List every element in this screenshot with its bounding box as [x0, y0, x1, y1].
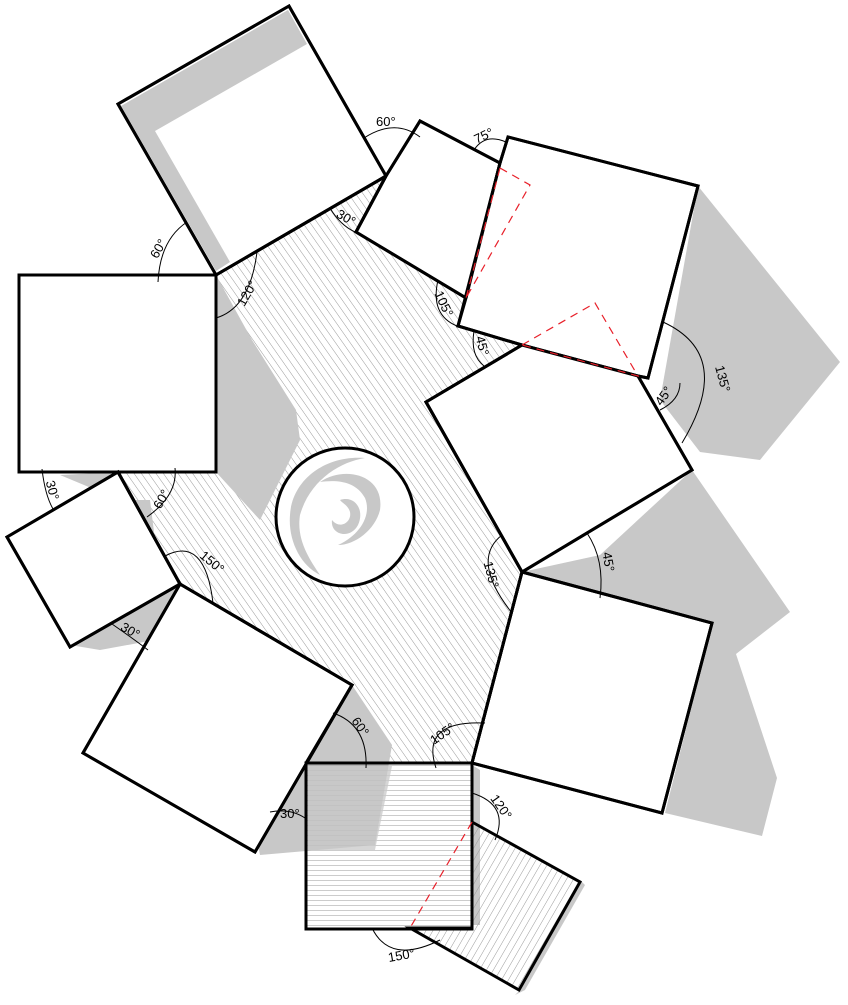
angle-label: 30°: [43, 479, 63, 502]
construction-lines: [409, 167, 640, 929]
angle-label: 30°: [280, 806, 300, 821]
angle-arcs: [41, 127, 705, 951]
angle-label: 45°: [473, 334, 493, 357]
angle-label: 45°: [599, 551, 617, 573]
angle-label: 60°: [376, 114, 396, 129]
square-top-left-inner-shadow: [121, 10, 307, 271]
angle-label: 75°: [472, 125, 496, 147]
angle-label: 135°: [481, 560, 502, 590]
angle-label: 120°: [487, 792, 515, 823]
central-circle: [274, 446, 416, 588]
angle-label: 150°: [387, 946, 416, 965]
square-left: [17, 273, 218, 474]
angle-label: 135°: [712, 364, 733, 394]
swirl-icon: [289, 457, 365, 575]
angle-label: 60°: [147, 236, 170, 261]
